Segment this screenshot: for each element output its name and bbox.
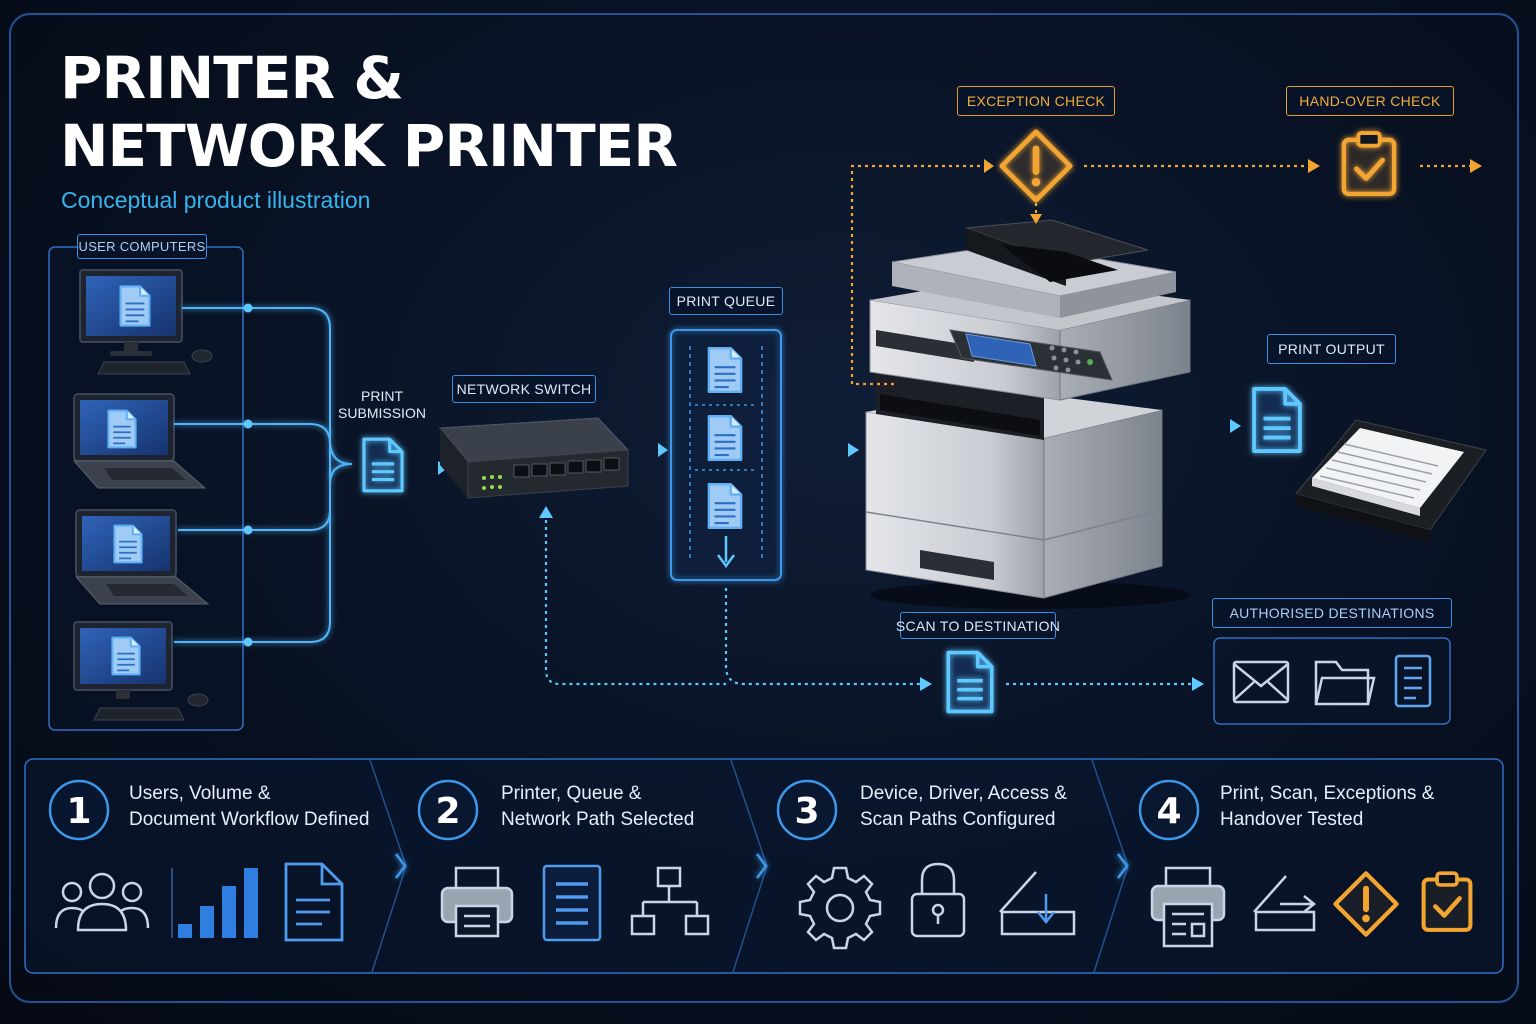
scan-path-lines <box>544 520 1192 686</box>
page-subtitle: Conceptual product illustration <box>61 187 371 213</box>
step-line: Users, Volume & <box>129 783 271 804</box>
label-line: PRINT <box>361 388 403 404</box>
authorised-destinations-label: AUTHORISED DESTINATIONS <box>1212 598 1452 628</box>
exception-arrowheads <box>984 159 1482 224</box>
envelope-icon <box>1232 660 1290 704</box>
network-switch-label: NETWORK SWITCH <box>452 375 596 403</box>
document-icon <box>284 862 344 942</box>
gear-icon <box>798 866 882 950</box>
step-line: Network Path Selected <box>501 809 695 830</box>
padlock-icon <box>910 862 966 938</box>
connection-nodes <box>243 303 253 647</box>
page-title: PRINTER & NETWORK PRINTER <box>60 44 678 180</box>
title-line: NETWORK PRINTER <box>60 112 678 180</box>
queued-document-icon <box>707 414 743 462</box>
multifunction-printer-icon <box>865 219 1191 609</box>
queue-down-arrow <box>716 536 736 569</box>
hand-over-check-label: HAND-OVER CHECK <box>1286 86 1454 116</box>
scan-document-icon <box>946 650 994 714</box>
clipboard-check-icon <box>1424 873 1471 930</box>
title-line: PRINTER & <box>60 44 404 112</box>
step-number-circles <box>48 779 1200 841</box>
exception-path-lines <box>850 164 1470 386</box>
document-icon <box>1394 654 1432 708</box>
bar-chart-icon <box>171 868 258 938</box>
queue-list-icon <box>542 864 602 942</box>
step-line: Scan Paths Configured <box>860 809 1056 830</box>
queued-document-icon <box>707 346 743 394</box>
step-number: 3 <box>794 791 819 832</box>
label-line: SUBMISSION <box>338 405 426 421</box>
arrow-head <box>848 443 859 457</box>
step-number: 4 <box>1156 791 1181 832</box>
network-switch-icon <box>438 417 630 499</box>
laptop-icon <box>72 393 207 489</box>
step-number: 2 <box>435 791 460 832</box>
authorised-destinations-panel <box>1213 637 1451 725</box>
folder-icon <box>1314 660 1376 706</box>
step-line: Document Workflow Defined <box>129 809 370 830</box>
step-line: Printer, Queue & <box>501 783 642 804</box>
network-tree-icon <box>630 866 710 936</box>
user-computers-label: USER COMPUTERS <box>77 234 207 259</box>
scan-to-destination-label: SCAN TO DESTINATION <box>896 612 1060 639</box>
desktop-monitor-icon <box>73 621 209 721</box>
step-1-description: Users, Volume & Document Workflow Define… <box>129 781 369 833</box>
step-line: Print, Scan, Exceptions & <box>1220 783 1435 804</box>
computer-connection-lines <box>174 307 353 643</box>
paper-tray-icon <box>1295 419 1487 542</box>
print-output-label: PRINT OUTPUT <box>1267 334 1396 364</box>
clipboard-check-icon <box>1344 133 1394 194</box>
steps-panel <box>24 758 1504 974</box>
step-line: Device, Driver, Access & <box>860 783 1067 804</box>
users-group-icon <box>54 872 150 932</box>
arrow-head <box>1230 419 1241 433</box>
print-output-document-icon <box>1252 387 1302 453</box>
step-3-description: Device, Driver, Access & Scan Paths Conf… <box>860 781 1067 833</box>
printer-icon <box>440 866 514 938</box>
outer-frame <box>9 13 1519 1003</box>
laptop-icon <box>74 509 210 605</box>
print-submission-label: PRINT SUBMISSION <box>334 388 430 422</box>
scan-download-icon <box>999 871 1076 936</box>
queue-rails <box>689 346 763 560</box>
print-submission-document-icon <box>362 437 404 493</box>
desktop-monitor-icon <box>79 269 213 375</box>
warning-diamond-icon <box>1002 132 1070 200</box>
step-numbers: 1 2 3 4 <box>66 791 1181 832</box>
scan-arrowheads <box>539 506 1204 691</box>
step-line: Handover Tested <box>1220 809 1364 830</box>
step-4-description: Print, Scan, Exceptions & Handover Teste… <box>1220 781 1434 833</box>
printer-document-icon <box>1150 866 1226 948</box>
arrow-head <box>658 443 668 457</box>
step-2-description: Printer, Queue & Network Path Selected <box>501 781 694 833</box>
queued-document-icon <box>707 482 743 530</box>
step-chevrons <box>395 853 1129 879</box>
print-queue-label: PRINT QUEUE <box>669 287 783 315</box>
scan-send-icon <box>1253 875 1317 932</box>
step-number: 1 <box>66 791 91 832</box>
exception-check-label: EXCEPTION CHECK <box>957 86 1115 116</box>
